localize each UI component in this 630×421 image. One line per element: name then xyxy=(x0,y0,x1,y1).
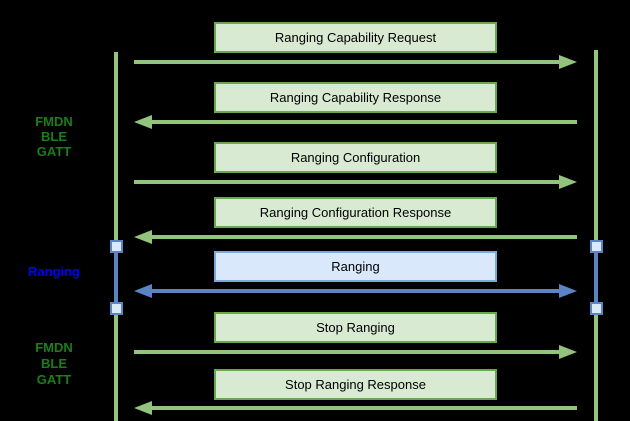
lifeline-left xyxy=(114,52,118,421)
arrow-line xyxy=(148,289,563,293)
arrowhead-right-icon xyxy=(559,284,577,298)
message-box: Ranging Configuration Response xyxy=(214,197,497,228)
ranging-activation-segment-right xyxy=(594,246,598,308)
message-box: Ranging xyxy=(214,251,497,282)
section-label-ranging: Ranging xyxy=(28,264,80,279)
message-arrow-right xyxy=(134,175,577,189)
message-arrow-left xyxy=(134,115,577,129)
message-arrow-left xyxy=(134,230,577,244)
message-box: Ranging Capability Request xyxy=(214,22,497,53)
message-box: Ranging Capability Response xyxy=(214,82,497,113)
message-arrow-bidirectional xyxy=(134,284,577,298)
arrow-line xyxy=(148,235,577,239)
arrow-line xyxy=(134,350,563,354)
arrowhead-left-icon xyxy=(134,115,152,129)
message-box: Stop Ranging Response xyxy=(214,369,497,400)
arrowhead-left-icon xyxy=(134,401,152,415)
message-arrow-right xyxy=(134,55,577,69)
activation-marker-right-top xyxy=(590,240,603,253)
arrowhead-right-icon xyxy=(559,175,577,189)
arrowhead-right-icon xyxy=(559,345,577,359)
arrowhead-right-icon xyxy=(559,55,577,69)
activation-marker-left-bottom xyxy=(110,302,123,315)
arrowhead-left-icon xyxy=(134,284,152,298)
message-arrow-right xyxy=(134,345,577,359)
section-label-gatt-bottom: FMDN BLE GATT xyxy=(35,340,73,387)
lifeline-right xyxy=(594,50,598,421)
arrow-line xyxy=(134,60,563,64)
arrowhead-left-icon xyxy=(134,230,152,244)
message-box: Stop Ranging xyxy=(214,312,497,343)
message-arrow-left xyxy=(134,401,577,415)
activation-marker-right-bottom xyxy=(590,302,603,315)
activation-marker-left-top xyxy=(110,240,123,253)
section-label-gatt-top: FMDN BLE GATT xyxy=(35,114,73,159)
arrow-line xyxy=(148,120,577,124)
arrow-line xyxy=(148,406,577,410)
arrow-line xyxy=(134,180,563,184)
message-box: Ranging Configuration xyxy=(214,142,497,173)
ranging-activation-segment-left xyxy=(114,246,118,308)
